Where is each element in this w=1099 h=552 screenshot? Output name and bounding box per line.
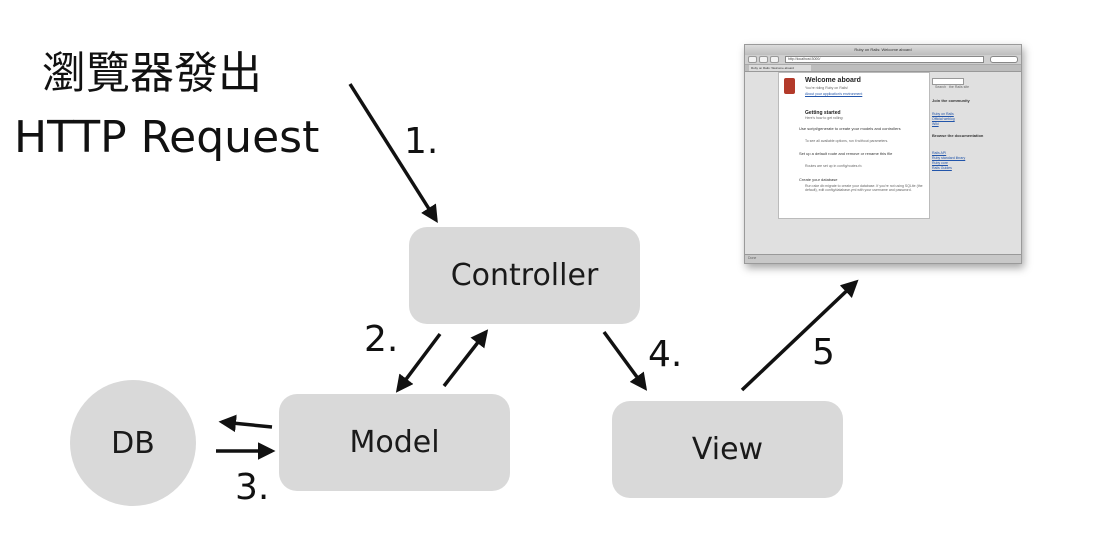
db-circle: DB: [70, 380, 196, 506]
step-4-label: 4.: [648, 334, 683, 375]
docs-link: Rails API: [932, 151, 947, 155]
community-heading: Join the community: [932, 98, 970, 103]
getting-started-sub: Here's how to get rolling:: [805, 116, 844, 120]
step-item-1: Use script/generate to create your model…: [799, 126, 901, 131]
db-label: DB: [111, 425, 155, 461]
browser-request-line1: 瀏覽器發出: [42, 48, 262, 99]
step-note-2: Routes are set up in config/routes.rb.: [805, 164, 863, 168]
browser-tab: Ruby on Rails: Welcome aboard: [749, 65, 811, 71]
browser-status-text: Done: [748, 256, 757, 260]
controller-label: Controller: [450, 258, 599, 293]
controller-box: Controller: [409, 227, 640, 324]
browser-tabbar: Ruby on Rails: Welcome aboard: [745, 65, 1021, 72]
model-label: Model: [349, 425, 440, 460]
step-3-label: 3.: [235, 467, 270, 508]
arrow-controller-to-view: [602, 330, 648, 391]
arrow-model-to-db: [218, 414, 273, 433]
sidebar-search-button: Search: [935, 85, 947, 89]
docs-link: Ruby standard library: [932, 156, 966, 160]
reload-icon: [770, 56, 779, 63]
back-icon: [748, 56, 757, 63]
community-link: Ruby on Rails: [932, 112, 954, 116]
step-item-3: Create your database: [799, 177, 838, 182]
arrow-view-to-browser: [740, 279, 859, 392]
sidebar-search-hint: the Rails site: [949, 85, 970, 89]
step-note-1: To see all available options, run it wit…: [805, 139, 889, 143]
browser-titlebar: Ruby on Rails: Welcome aboard: [745, 45, 1021, 55]
browser-url: http://localhost:3000/: [785, 56, 984, 63]
model-box: Model: [279, 394, 510, 491]
view-box: View: [612, 401, 843, 498]
browser-page: Welcome aboard You're riding Ruby on Rai…: [745, 72, 1021, 255]
browser-window-screenshot: Ruby on Rails: Welcome aboard http://loc…: [744, 44, 1022, 264]
welcome-page: Welcome aboard You're riding Ruby on Rai…: [778, 72, 930, 219]
community-link: Official weblog: [932, 117, 955, 121]
sidebar-search-input: [932, 78, 964, 85]
docs-heading: Browse the documentation: [932, 133, 984, 138]
welcome-subheading: You're riding Ruby on Rails!: [805, 86, 848, 90]
arrow-controller-to-model: [395, 332, 442, 393]
docs-link: Ruby core: [932, 161, 948, 165]
browser-search-box: [990, 56, 1018, 63]
step-note-3: Run rake db:migrate to create your datab…: [805, 184, 923, 192]
welcome-heading: Welcome aboard: [805, 77, 861, 84]
arrow-model-to-controller: [442, 329, 489, 388]
community-link: Wiki: [932, 122, 939, 126]
docs-link: Rails Guides: [932, 166, 952, 170]
browser-request-line2: HTTP Request: [14, 112, 320, 163]
getting-started-heading: Getting started: [805, 110, 841, 116]
env-link: About your application's environment: [805, 92, 863, 96]
browser-toolbar: http://localhost:3000/: [745, 55, 1021, 65]
step-item-2: Set up a default route and remove or ren…: [799, 151, 893, 156]
browser-statusbar: Done: [745, 254, 1021, 263]
rails-logo-icon: [784, 78, 795, 94]
view-label: View: [691, 432, 764, 467]
step-2-label: 2.: [364, 319, 399, 360]
arrow-request-to-controller: [348, 83, 438, 223]
step-1-label: 1.: [404, 121, 439, 162]
step-5-label: 5: [812, 332, 835, 373]
forward-icon: [759, 56, 768, 63]
